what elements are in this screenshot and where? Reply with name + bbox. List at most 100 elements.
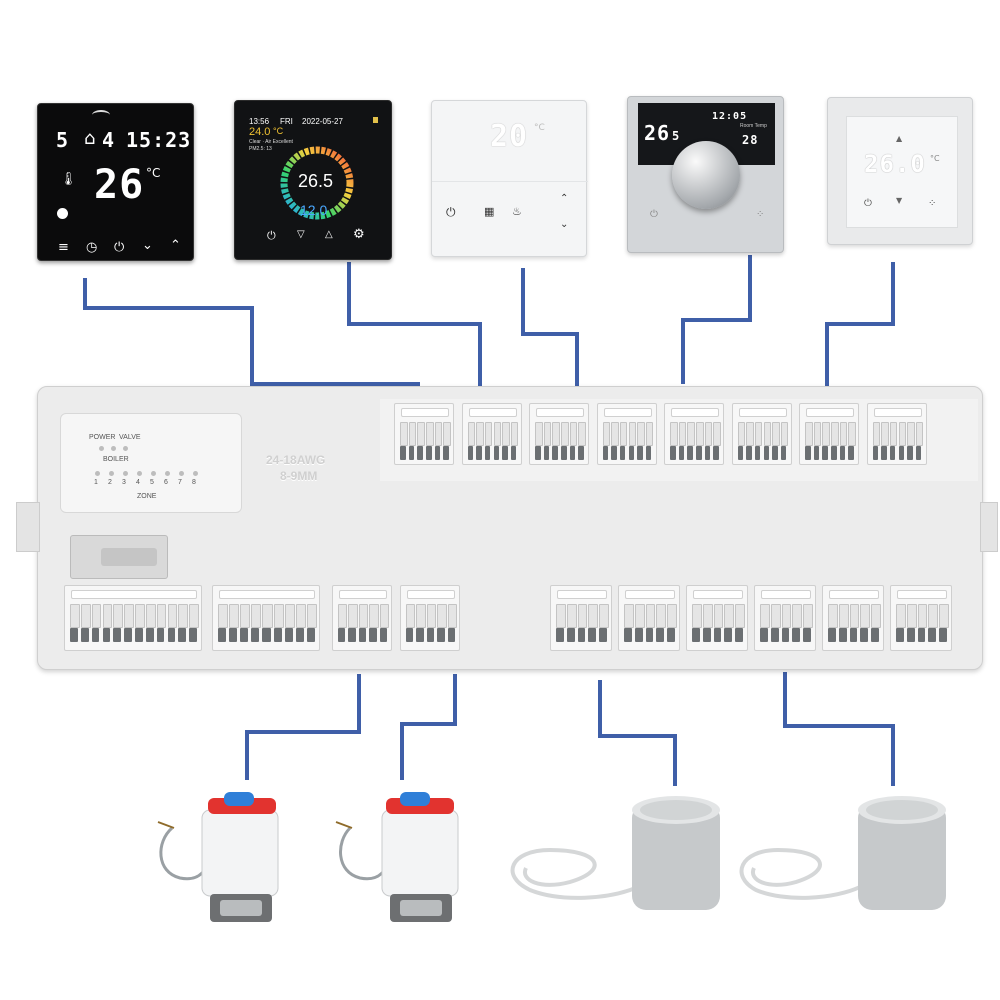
lower-terminal-block[interactable] (212, 585, 320, 651)
mode-icon[interactable]: ♨ (512, 205, 522, 218)
power-led (99, 446, 104, 451)
power-icon[interactable]: ⏻ (267, 229, 276, 242)
wifi-icon (92, 110, 110, 120)
fuse-holder (70, 535, 168, 579)
up-arrow-icon[interactable]: ▲ (896, 134, 903, 143)
lcd-clock: 12:05 (712, 111, 748, 122)
zone-led-row (95, 471, 215, 477)
outdoor-unit: °C (273, 126, 284, 136)
rotary-knob[interactable] (672, 141, 740, 209)
lower-terminals-left (64, 585, 464, 659)
lower-terminal-block[interactable] (890, 585, 952, 651)
blue-cap (400, 792, 430, 806)
pm25-line: PM2.5: 13 (249, 146, 272, 152)
lower-terminal-block[interactable] (400, 585, 460, 651)
up-triangle-icon[interactable]: △ (325, 229, 333, 240)
lower-terminal-block[interactable] (686, 585, 748, 651)
fan-icon (57, 208, 68, 219)
thermometer-icon: 🌡 (60, 172, 77, 187)
calendar-icon[interactable]: ▦ (484, 205, 495, 218)
settings-gear-icon[interactable]: ⚙ (353, 227, 365, 242)
down-triangle-icon[interactable]: ▽ (297, 229, 305, 240)
power-icon[interactable]: ⏻ (446, 205, 456, 219)
wire-thermostat-2 (347, 262, 482, 392)
valve-led (111, 446, 116, 451)
divider (432, 181, 588, 182)
temperature-display: 26 (94, 162, 145, 208)
wire-actuator-3 (598, 680, 677, 786)
boiler-label: BOILER (103, 456, 129, 463)
upper-terminal-block[interactable] (799, 403, 859, 465)
wire-thermostat-4 (681, 255, 752, 384)
down-arrow-icon[interactable]: ⌄ (560, 219, 569, 230)
menu-grid-icon[interactable]: ⁘ (756, 209, 765, 220)
upper-terminal-block[interactable] (731, 403, 792, 465)
lower-terminal-block[interactable] (754, 585, 816, 651)
zone-label: ZONE (137, 493, 157, 500)
power-icon[interactable]: ⏻ (114, 240, 125, 255)
up-arrow-icon[interactable]: ⌃ (560, 193, 569, 204)
lcd-time: 13:56 (249, 117, 270, 126)
lower-terminal-block[interactable] (332, 585, 392, 651)
menu-grid-icon[interactable]: ⁘ (928, 198, 937, 209)
actuator-grey-1 (500, 790, 730, 920)
temperature-display: 20 (490, 119, 529, 154)
room-temp-label: Room Temp (740, 123, 767, 129)
lock-icon (373, 117, 378, 123)
lcd-date: 2022-05-27 (302, 117, 343, 126)
down-arrow-icon[interactable]: ⌄ (142, 238, 153, 253)
thermostat-black-led: 5 ⌂ 4 15:23 🌡 26 °C ≡ ◷ ⏻ ⌄ ⌃ (37, 103, 194, 261)
menu-icon[interactable]: ≡ (58, 240, 69, 255)
lower-terminals-right (550, 585, 962, 659)
outdoor-temp: 24.0 (249, 126, 271, 138)
room-temperature: 28 (742, 133, 759, 147)
lower-terminal-block[interactable] (64, 585, 202, 651)
wire-actuator-1 (245, 674, 361, 780)
temperature-display: 26.0 (864, 150, 926, 178)
current-temperature: 26.5 (298, 171, 334, 191)
power-icon[interactable]: ⏻ (650, 209, 658, 220)
upper-terminal-block[interactable] (461, 403, 522, 465)
wire-gauge-spec: 24-18AWG (266, 453, 326, 467)
upper-terminal-block[interactable] (394, 403, 454, 465)
blue-cap (224, 792, 254, 806)
clock-icon[interactable]: ◷ (86, 240, 98, 255)
wire-thermostat-3 (521, 268, 579, 398)
down-arrow-icon[interactable]: ▼ (896, 196, 903, 205)
wire-thermostat-5 (825, 262, 895, 389)
upper-terminals (394, 403, 964, 479)
thermostat-white-touch: 20 °C ⏻ ▦ ♨ ⌃ ⌄ (431, 100, 588, 257)
upper-terminal-block[interactable] (866, 403, 927, 465)
thermostat-color-lcd: 13:56 FRI 2022-05-27 24.0 °C Clear · Air… (234, 100, 392, 260)
wire-thermostat-1 (83, 278, 420, 386)
up-arrow-icon[interactable]: ⌃ (170, 238, 181, 253)
program-number: 5 (56, 128, 70, 152)
wire-actuator-4 (783, 672, 895, 786)
lower-terminal-block[interactable] (618, 585, 680, 651)
left-mount-tab (16, 502, 40, 552)
air-quality-line: Clear · Air Excellent (249, 139, 293, 145)
zone-numbers: 1 2 3 4 5 6 7 8 (94, 479, 196, 486)
lcd-temperature-decimal: 5 (672, 129, 681, 143)
wire-actuator-2 (400, 674, 457, 780)
upper-terminal-block[interactable] (664, 403, 724, 465)
actuator-grey-2 (734, 790, 964, 920)
lower-terminal-block[interactable] (550, 585, 612, 651)
wires (83, 255, 895, 786)
lcd-temperature: 26 (644, 121, 671, 145)
actuator-red-blue-1 (150, 782, 290, 932)
set-temperature: 12.0 (300, 202, 328, 218)
upper-terminal-block[interactable] (596, 403, 657, 465)
upper-terminal-block[interactable] (529, 403, 589, 465)
right-mount-tab (980, 502, 998, 552)
status-led-panel: POWER VALVE BOILER 1 2 3 4 5 6 7 8 ZONE (60, 413, 242, 513)
strip-length-spec: 8-9MM (280, 469, 318, 483)
power-icon[interactable]: ⏻ (864, 198, 872, 209)
lower-terminal-block[interactable] (822, 585, 884, 651)
unit-label: °C (930, 154, 940, 163)
unit-label: °C (534, 123, 545, 133)
thermostat-white-led: ▲ 26.0 °C ⏻ ▼ ⁘ (827, 97, 973, 245)
glass-panel (846, 116, 958, 228)
day-number: 4 (102, 128, 116, 152)
